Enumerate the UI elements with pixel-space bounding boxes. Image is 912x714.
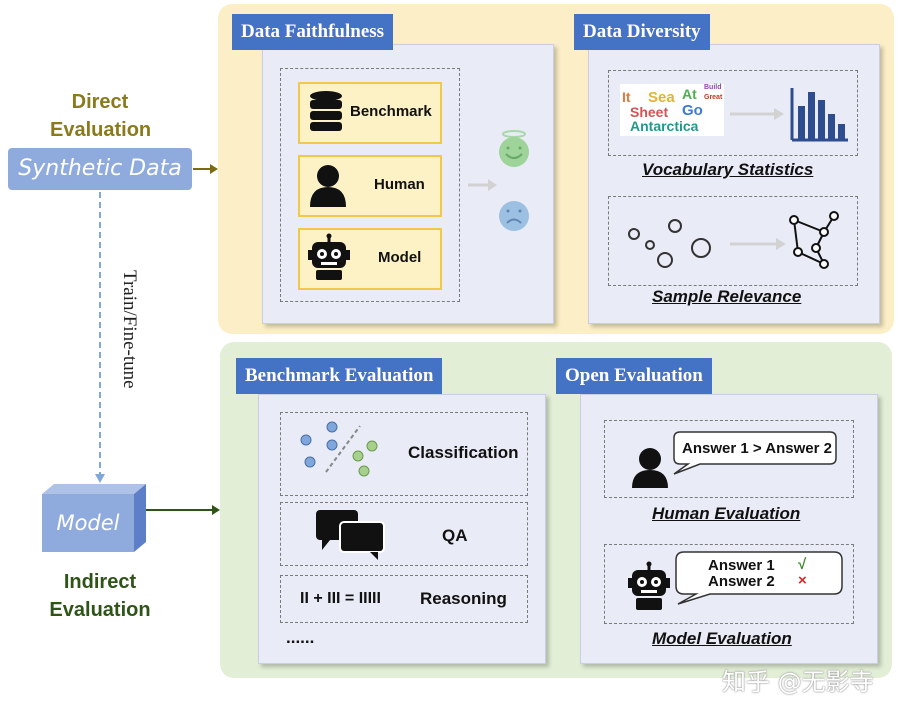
vocabulary-group [608,70,858,156]
human-evaluation-caption: Human Evaluation [652,504,801,523]
qa-label: QA [442,526,468,545]
source-benchmark-label: Benchmark [350,103,432,120]
source-benchmark: Benchmark [298,82,442,144]
direct-evaluation-label: Direct Evaluation [50,91,152,141]
qa-group [280,502,528,566]
model-cube [42,484,146,552]
model-label: Model [56,511,120,535]
robot-icon [308,233,350,280]
source-human-label: Human [374,176,425,193]
reasoning-label: Reasoning [420,589,507,608]
vocabulary-statistics-caption: Vocabulary Statistics [642,160,814,179]
sample-relevance-caption: Sample Relevance [652,287,802,306]
model-evaluation-group [604,544,854,624]
sources-group [280,68,460,302]
reasoning-equation: II + III = IIIII [300,590,381,607]
model-evaluation-caption: Model Evaluation [652,629,792,648]
classification-icon [300,421,378,477]
human-bubble-text: Answer 1 > Answer 2 [682,440,832,457]
indirect-evaluation-label: Indirect Evaluation [49,571,151,621]
classification-group [280,412,528,496]
robot-icon [628,561,670,610]
cross-mark-icon: × [798,572,807,589]
reasoning-group [280,575,528,623]
model-answer-2: Answer 2 [708,573,775,590]
word-at: At [682,86,697,102]
model-speech-bubble [675,551,843,605]
data-faithfulness-title: Data Faithfulness [232,14,394,50]
benchmark-evaluation-title: Benchmark Evaluation [236,358,443,394]
model-answer-1: Answer 1 [708,557,775,574]
person-icon [632,448,668,488]
human-evaluation-group [604,420,854,498]
word-build: Build [704,84,722,91]
train-finetune-label: Train/Fine-tune [119,270,140,389]
word-antarctica: Antarctica [630,118,699,134]
word-sea: Sea [648,89,675,106]
open-evaluation-title: Open Evaluation [556,358,712,394]
classification-label: Classification [408,443,519,462]
synthetic-data-box [8,148,192,190]
word-sheet: Sheet [630,104,669,120]
source-model: Model [298,228,442,290]
chat-bubbles-icon [316,510,385,560]
data-diversity-title: Data Diversity [574,14,710,50]
more-items-ellipsis: ...... [286,628,315,647]
speech-bubble [673,431,837,475]
source-model-label: Model [378,249,422,266]
faithfulness-verdict [468,130,529,231]
word-go: Go [682,102,703,119]
source-human: Human [298,155,442,217]
relevance-group [608,196,858,286]
sample-relevance-graphic [628,211,839,269]
word-great: Great [704,94,723,101]
word-it: It [622,89,631,105]
word-cloud: It Sea At Build Great Sheet Go Antarctic… [620,84,724,136]
synthetic-data-label: Synthetic Data [18,156,182,181]
watermark: 知乎 @无影寺 [722,668,874,696]
vocabulary-chart [730,88,848,142]
database-icon [310,91,342,131]
person-icon [310,165,346,207]
check-mark-icon: √ [798,556,807,573]
